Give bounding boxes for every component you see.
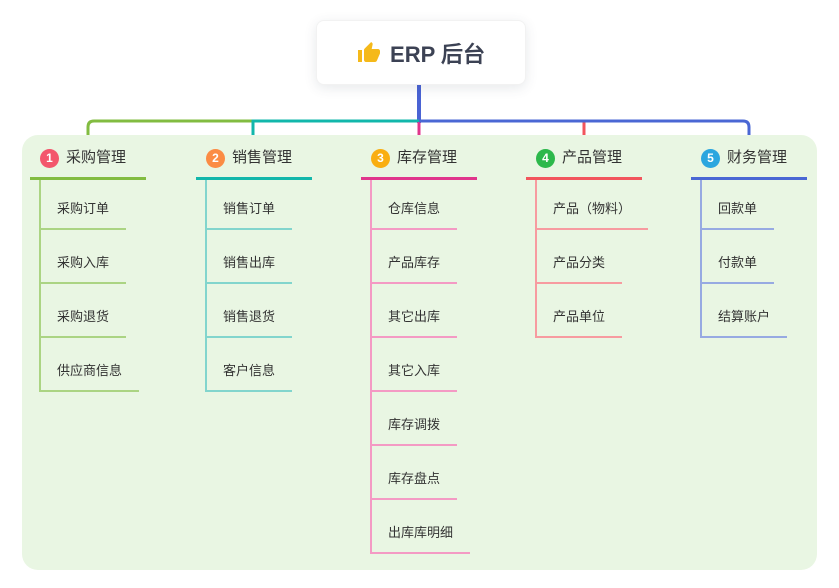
branch-title: 销售管理	[232, 149, 293, 166]
branch-number-badge: 2	[206, 148, 225, 168]
branch-items-sales: 销售订单 销售出库 销售退货 客户信息	[205, 180, 293, 392]
item-label[interactable]: 产品单位	[537, 306, 623, 338]
item-label[interactable]: 其它出库	[372, 306, 458, 338]
branch-number-badge: 4	[536, 148, 555, 168]
branch-header-inventory[interactable]: 3 库存管理	[361, 147, 477, 180]
branch-number-badge: 1	[40, 148, 59, 168]
thumbs-up-icon	[357, 41, 381, 65]
item-label[interactable]: 产品（物料）	[537, 198, 649, 230]
item-label[interactable]: 销售订单	[207, 198, 293, 230]
item-label[interactable]: 库存调拨	[372, 414, 458, 446]
item-label[interactable]: 销售出库	[207, 252, 293, 284]
item-label[interactable]: 回款单	[702, 198, 775, 230]
item-label[interactable]: 其它入库	[372, 360, 458, 392]
item-label[interactable]: 销售退货	[207, 306, 293, 338]
branch-header-finance[interactable]: 5 财务管理	[691, 147, 807, 180]
branch-title: 产品管理	[562, 149, 623, 166]
item-label[interactable]: 付款单	[702, 252, 775, 284]
branch-header-product[interactable]: 4 产品管理	[526, 147, 642, 180]
branch-title: 采购管理	[66, 149, 127, 166]
branch-items-purchase: 采购订单 采购入库 采购退货 供应商信息	[39, 180, 140, 392]
item-label[interactable]: 采购入库	[41, 252, 127, 284]
branch-header-sales[interactable]: 2 销售管理	[196, 147, 312, 180]
item-label[interactable]: 产品库存	[372, 252, 458, 284]
item-label[interactable]: 产品分类	[537, 252, 623, 284]
item-label[interactable]: 结算账户	[702, 306, 788, 338]
branch-items-finance: 回款单 付款单 结算账户	[700, 180, 788, 338]
branch-header-purchase[interactable]: 1 采购管理	[30, 147, 146, 180]
item-label[interactable]: 客户信息	[207, 360, 293, 392]
item-label[interactable]: 采购退货	[41, 306, 127, 338]
item-label[interactable]: 库存盘点	[372, 468, 458, 500]
branch-title: 库存管理	[397, 149, 458, 166]
item-label[interactable]: 采购订单	[41, 198, 127, 230]
item-label[interactable]: 供应商信息	[41, 360, 140, 392]
branch-group-panel	[22, 135, 817, 570]
item-label[interactable]: 出库库明细	[372, 522, 471, 554]
item-label[interactable]: 仓库信息	[372, 198, 458, 230]
branch-number-badge: 3	[371, 148, 390, 168]
root-node-erp[interactable]: ERP 后台	[316, 20, 526, 85]
branch-title: 财务管理	[727, 149, 788, 166]
branch-number-badge: 5	[701, 148, 720, 168]
branch-items-product: 产品（物料） 产品分类 产品单位	[535, 180, 649, 338]
branch-items-inventory: 仓库信息 产品库存 其它出库 其它入库 库存调拨 库存盘点 出库库明细	[370, 180, 471, 554]
root-node-label: ERP 后台	[390, 41, 485, 67]
